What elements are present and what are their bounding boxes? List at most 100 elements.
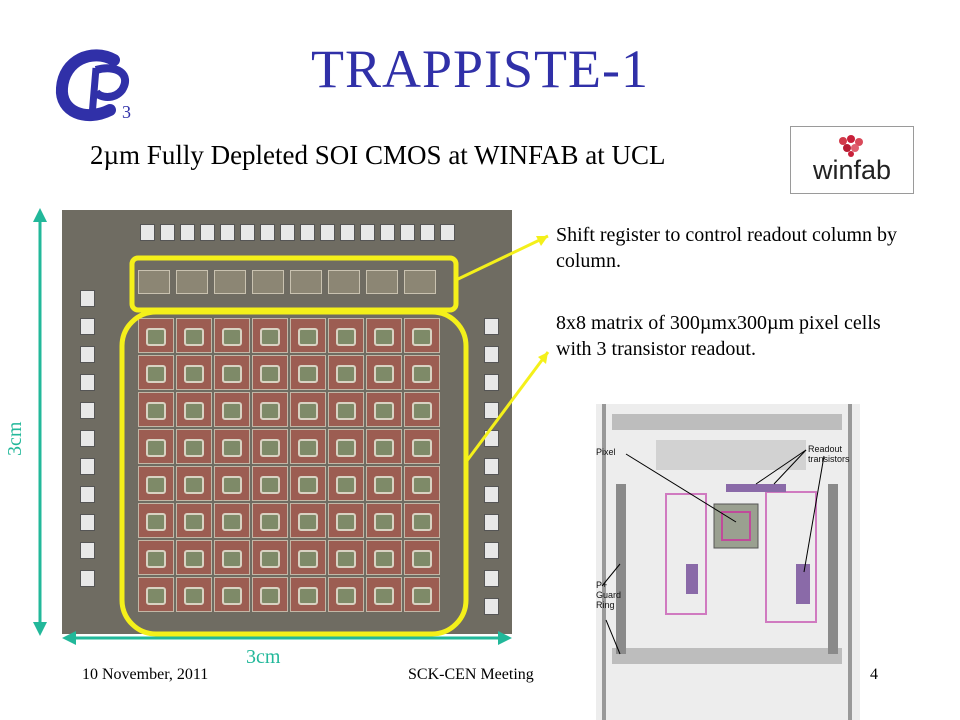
chip-pad	[484, 514, 499, 531]
chip-pad	[484, 374, 499, 391]
footer-event: SCK-CEN Meeting	[408, 666, 534, 683]
chip-pad	[380, 224, 395, 241]
pixel-cell	[138, 429, 174, 464]
pixel-cell	[328, 577, 364, 612]
chip-pad	[80, 514, 95, 531]
pixel-cell	[214, 466, 250, 501]
pixel-matrix-highlight	[119, 309, 469, 637]
pixel-cell	[290, 466, 326, 501]
chip-pad	[80, 458, 95, 475]
chip-photo	[62, 210, 512, 634]
pixel-cell	[176, 466, 212, 501]
pixel-cell	[290, 429, 326, 464]
pixel-cell	[176, 355, 212, 390]
pixel-matrix-arrow	[464, 351, 550, 463]
shift-register-cell	[290, 270, 322, 294]
shift-register-note: Shift register to control readout column…	[556, 224, 898, 272]
pixel-cell	[252, 466, 288, 501]
pixel-cell	[176, 503, 212, 538]
pixel-cell	[176, 540, 212, 575]
chip-pad	[80, 290, 95, 307]
chip-pad	[160, 224, 175, 241]
pixel-cell	[328, 318, 364, 353]
pixel-cell	[290, 540, 326, 575]
layout-label-guard-ring: P+ Guard Ring	[596, 580, 622, 610]
pixel-cell	[214, 355, 250, 390]
chip-pad	[80, 542, 95, 559]
chip-pad	[484, 598, 499, 615]
pixel-cell	[214, 503, 250, 538]
pixel-cell	[366, 355, 402, 390]
chip-pad	[140, 224, 155, 241]
chip-pad	[484, 346, 499, 363]
pixel-cell	[138, 503, 174, 538]
vertical-dimension-label: 3cm	[4, 421, 26, 456]
pixel-cell	[138, 355, 174, 390]
layout-label-readout: Readout transistors	[808, 444, 850, 464]
pixel-cell	[176, 429, 212, 464]
shift-register-cell	[138, 270, 170, 294]
pixel-layout-drawing: Pixel Readout transistors P+ Guard Ring	[596, 404, 860, 720]
shift-register-highlight	[129, 255, 459, 313]
pixel-cell	[404, 466, 440, 501]
pixel-cell	[290, 318, 326, 353]
pixel-cell	[366, 318, 402, 353]
chip-pad	[484, 542, 499, 559]
chip-pad	[240, 224, 255, 241]
pixel-cell	[290, 392, 326, 427]
chip-pad	[340, 224, 355, 241]
pixel-cell	[366, 392, 402, 427]
pixel-cell	[138, 318, 174, 353]
chip-pad	[360, 224, 375, 241]
chip-pad	[400, 224, 415, 241]
chip-pad	[300, 224, 315, 241]
pixel-cell	[290, 355, 326, 390]
chip-pad	[200, 224, 215, 241]
chip-pad	[484, 318, 499, 335]
svg-text:3: 3	[122, 102, 131, 122]
pixel-cell	[366, 540, 402, 575]
pixel-cell	[214, 318, 250, 353]
pixel-cell	[328, 429, 364, 464]
shift-register-cell	[366, 270, 398, 294]
pixel-cell	[328, 392, 364, 427]
chip-pad	[80, 318, 95, 335]
pixel-cell	[404, 392, 440, 427]
chip-pad	[80, 486, 95, 503]
pixel-cell	[252, 503, 288, 538]
chip-pad	[484, 486, 499, 503]
pixel-cell	[252, 429, 288, 464]
pixel-cell	[252, 540, 288, 575]
chip-pad	[180, 224, 195, 241]
pixel-cell	[252, 577, 288, 612]
horizontal-dimension-label: 3cm	[246, 646, 281, 668]
chip-pad	[320, 224, 335, 241]
chip-pad	[484, 402, 499, 419]
pixel-cell	[404, 355, 440, 390]
pixel-cell	[328, 355, 364, 390]
pixel-cell	[252, 318, 288, 353]
chip-pad	[440, 224, 455, 241]
pixel-cell	[252, 355, 288, 390]
pixel-cell	[138, 466, 174, 501]
pixel-cell	[214, 540, 250, 575]
chip-pad	[80, 430, 95, 447]
pixel-cell	[214, 577, 250, 612]
pixel-cell	[176, 318, 212, 353]
pixel-cell	[328, 503, 364, 538]
pixel-cell	[138, 577, 174, 612]
shift-register-cell	[328, 270, 360, 294]
cp3-logo: 3	[56, 49, 131, 122]
shift-register-cell	[176, 270, 208, 294]
chip-pad	[280, 224, 295, 241]
pixel-cell	[214, 429, 250, 464]
layout-schematic	[601, 404, 852, 720]
pixel-cell	[138, 392, 174, 427]
pixel-cell	[366, 429, 402, 464]
pixel-cell	[366, 577, 402, 612]
pixel-cell	[404, 503, 440, 538]
pixel-cell	[366, 503, 402, 538]
pixel-cell	[214, 392, 250, 427]
pixel-cell	[404, 318, 440, 353]
